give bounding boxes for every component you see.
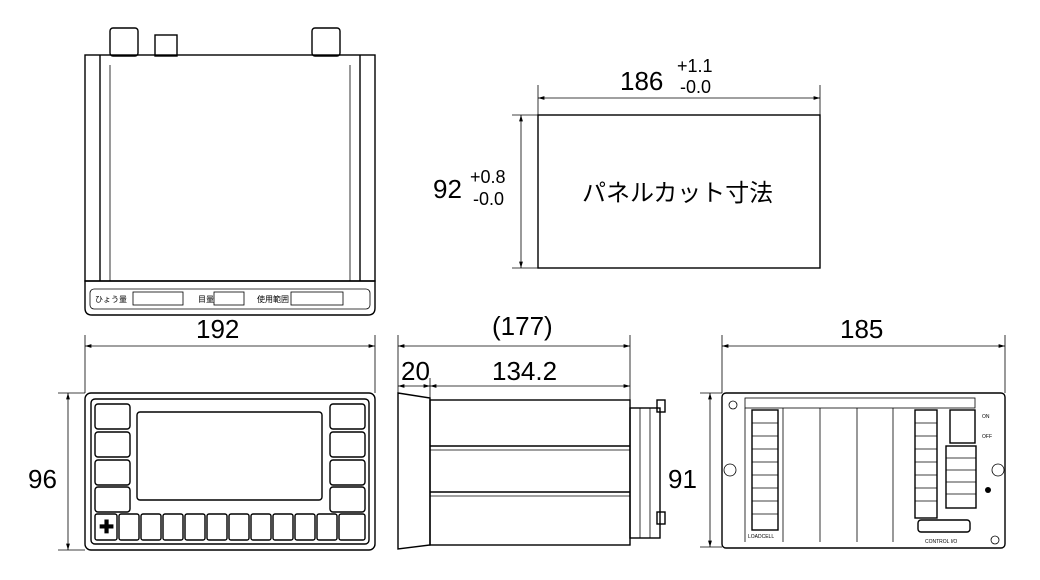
height-tol-plus: +0.8 bbox=[470, 167, 506, 187]
top-view: ひょう量 目量 使用範囲 bbox=[84, 27, 376, 316]
rear-width: 185 bbox=[840, 314, 883, 344]
label-range: 使用範囲 bbox=[257, 294, 289, 304]
front-width: 192 bbox=[196, 314, 239, 344]
side-total-depth: (177) bbox=[492, 311, 553, 341]
power-off-label: OFF bbox=[982, 434, 992, 440]
panel-cut-width: 186 bbox=[620, 66, 663, 96]
rear-height: 91 bbox=[668, 464, 697, 494]
loadcell-terminal bbox=[751, 409, 779, 531]
control-io-label: CONTROL I/O bbox=[925, 539, 957, 545]
bottom-keys: ✚ bbox=[94, 513, 366, 541]
width-tol-minus: -0.0 bbox=[680, 77, 711, 97]
width-tol-plus: +1.1 bbox=[677, 56, 713, 76]
panel-cut-title: パネルカット寸法 bbox=[582, 180, 773, 207]
panel-cut-view: 186 +1.1 -0.0 92 +0.8 -0.0 パネルカット寸法 bbox=[433, 56, 821, 269]
side-view: (177) 20 134.2 bbox=[397, 311, 666, 550]
plus-icon: ✚ bbox=[99, 517, 114, 537]
control-io-connector bbox=[917, 519, 971, 533]
side-bezel-depth: 20 bbox=[401, 356, 430, 386]
power-on-label: ON bbox=[982, 414, 990, 420]
front-height: 96 bbox=[28, 464, 57, 494]
panel-cut-height: 92 bbox=[433, 174, 462, 204]
height-tol-minus: -0.0 bbox=[473, 189, 504, 209]
label-capacity: ひょう量 bbox=[95, 295, 127, 304]
rear-view: 185 91 LOADCELL ON OFF CONTROL I/O bbox=[668, 314, 1006, 549]
loadcell-label: LOADCELL bbox=[748, 534, 774, 540]
label-division: 目量 bbox=[198, 295, 214, 304]
control-terminal bbox=[914, 409, 938, 519]
front-view: 192 96 ✚ bbox=[28, 314, 376, 551]
side-body-depth: 134.2 bbox=[492, 356, 557, 386]
power-switch bbox=[949, 409, 976, 444]
